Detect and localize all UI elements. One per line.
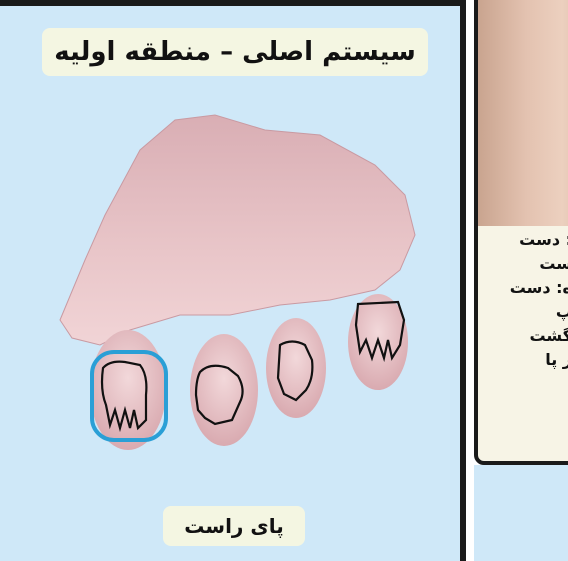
side-panel-background	[474, 465, 568, 561]
side-text-line: ست	[478, 252, 568, 276]
foot-label-text: پای راست	[184, 514, 284, 538]
side-text-line: ر پا	[478, 348, 568, 372]
toe-big	[90, 330, 166, 450]
right-foot-illustration	[0, 0, 466, 561]
toe-fourth	[348, 294, 408, 390]
side-foot-image	[478, 0, 568, 226]
side-text-line: : دست	[478, 228, 568, 252]
toe-third	[266, 318, 326, 418]
side-text-line: پ	[478, 300, 568, 324]
toe-second	[190, 334, 258, 446]
side-text: : دست ست ه: دست پ گشت ر پا	[478, 228, 568, 372]
side-card: : دست ست ه: دست پ گشت ر پا	[474, 0, 568, 465]
side-text-line: ه: دست	[478, 276, 568, 300]
foot-label: پای راست	[163, 506, 305, 546]
side-text-line: گشت	[478, 324, 568, 348]
main-panel: سیستم اصلی – منطقه اولیه	[0, 0, 466, 561]
